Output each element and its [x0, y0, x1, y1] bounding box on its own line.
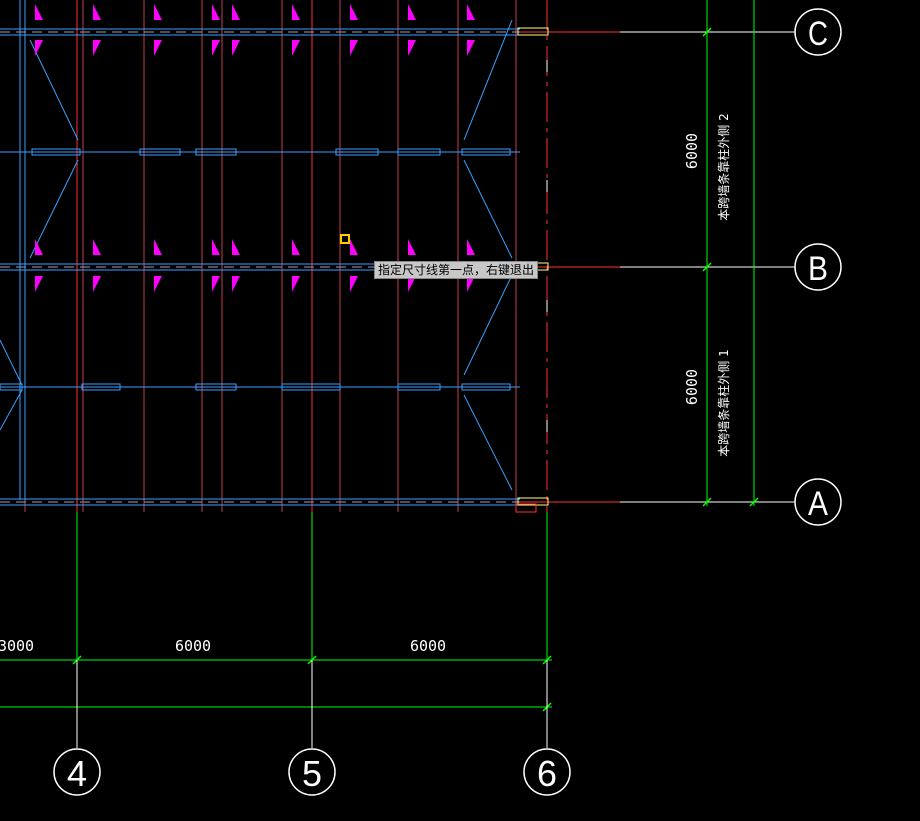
tie-member-1-0: [0, 383, 23, 391]
purlin-marker-1-1-0: [93, 239, 101, 255]
purlin-marker-1-5-1: [292, 276, 300, 292]
dim-tick-right-1: [702, 262, 712, 272]
purlin-marker-1-0-0: [35, 239, 43, 255]
purlin-marker-0-1-0: [93, 4, 101, 20]
note-right-0: 本跨墙条靠柱外侧 2: [716, 113, 731, 220]
purlin-marker-1-7-1: [408, 276, 416, 292]
axis-bubbles: 4 5 6 C B A: [53, 8, 842, 796]
axis-bubble-6[interactable]: 6: [523, 748, 571, 796]
dimension-bottom-2: 6000: [410, 637, 446, 655]
tie-member-0-0: [31, 148, 81, 156]
axis-label-A: A: [808, 485, 828, 523]
axis-bubble-4[interactable]: 4: [53, 748, 101, 796]
purlin-marker-1-6-1: [350, 276, 358, 292]
tie-member-0-3: [335, 148, 379, 156]
purlin-marker-1-2-0: [154, 239, 162, 255]
brace-5: [0, 389, 23, 431]
brace-7: [463, 394, 513, 491]
purlin-marker-1-4-1: [232, 276, 240, 292]
purlin-marker-1-6-0: [350, 239, 358, 255]
purlin-marker-0-3-0: [212, 4, 220, 20]
purlin-marker-0-2-1: [154, 40, 162, 56]
tie-member-1-4: [397, 383, 441, 391]
axis-bubble-A[interactable]: A: [794, 478, 842, 526]
purlin-marker-0-6-0: [350, 4, 358, 20]
purlin-marker-1-3-1: [212, 276, 220, 292]
purlin-marker-1-1-1: [93, 276, 101, 292]
axis-bubble-B[interactable]: B: [794, 243, 842, 291]
purlin-marker-1-8-0: [467, 239, 475, 255]
tie-member-0-1: [139, 148, 181, 156]
purlin-marker-1-8-1: [467, 276, 475, 292]
beam-end-0: [517, 27, 549, 36]
purlin-marker-0-3-1: [212, 40, 220, 56]
purlin-marker-1-5-0: [292, 239, 300, 255]
dim-tick-right-outer: [749, 497, 759, 507]
axis-bubble-C[interactable]: C: [794, 8, 842, 56]
purlin-marker-0-0-1: [35, 40, 43, 56]
purlin-marker-1-4-0: [232, 239, 240, 255]
axis-label-5: 5: [302, 753, 322, 794]
tie-member-1-5: [461, 383, 511, 391]
brace-4: [0, 339, 23, 386]
brace-2: [463, 19, 513, 141]
pick-box-icon: [340, 234, 350, 244]
purlin-marker-1-0-1: [35, 276, 43, 292]
brace-6: [463, 274, 513, 376]
dimension-bottom-0: 3000: [0, 637, 34, 655]
purlin-marker-0-1-1: [93, 40, 101, 56]
purlin-markers: [35, 4, 475, 292]
dimension-lines: 3000 6000 6000 6000 6000 本跨墙条靠柱外侧 2 本跨墙条…: [0, 0, 759, 748]
brace-1: [29, 159, 79, 259]
dim-tick-right-2: [702, 497, 712, 507]
axis-bubble-5[interactable]: 5: [288, 748, 336, 796]
axis-label-B: B: [808, 250, 828, 288]
axis-label-C: C: [808, 15, 828, 53]
axis-label-4: 4: [67, 753, 87, 794]
command-prompt-tooltip: 指定尺寸线第一点，右键退出: [374, 261, 539, 279]
purlin-marker-0-8-1: [467, 40, 475, 56]
note-right-1: 本跨墙条靠柱外侧 1: [716, 349, 731, 456]
brace-3: [463, 159, 513, 259]
purlin-marker-0-7-1: [408, 40, 416, 56]
purlin-marker-0-5-0: [292, 4, 300, 20]
purlin-marker-0-8-0: [467, 4, 475, 20]
dimension-bottom-1: 6000: [175, 637, 211, 655]
tie-member-0-5: [461, 148, 511, 156]
brace-0: [29, 39, 79, 141]
dimension-right-1: 6000: [683, 369, 701, 405]
dim-tick-right-0: [702, 27, 712, 37]
purlin-marker-1-7-0: [408, 239, 416, 255]
purlin-marker-0-6-1: [350, 40, 358, 56]
purlin-marker-1-2-1: [154, 276, 162, 292]
base-plate: [515, 503, 537, 513]
structural-grid: [24, 0, 795, 748]
tie-member-1-3: [281, 383, 341, 391]
purlin-marker-0-2-0: [154, 4, 162, 20]
dimension-right-0: 6000: [683, 133, 701, 169]
purlin-marker-0-7-0: [408, 4, 416, 20]
tie-member-0-2: [195, 148, 237, 156]
tie-member-0-4: [397, 148, 441, 156]
purlin-marker-1-3-0: [212, 239, 220, 255]
tie-member-1-1: [81, 383, 121, 391]
purlin-marker-0-5-1: [292, 40, 300, 56]
axis-label-6: 6: [537, 753, 557, 794]
purlin-marker-0-4-0: [232, 4, 240, 20]
beam-end-2: [517, 497, 549, 506]
purlin-marker-0-0-0: [35, 4, 43, 20]
tie-member-1-2: [195, 383, 237, 391]
steel-members: [0, 0, 549, 513]
purlin-marker-0-4-1: [232, 40, 240, 56]
